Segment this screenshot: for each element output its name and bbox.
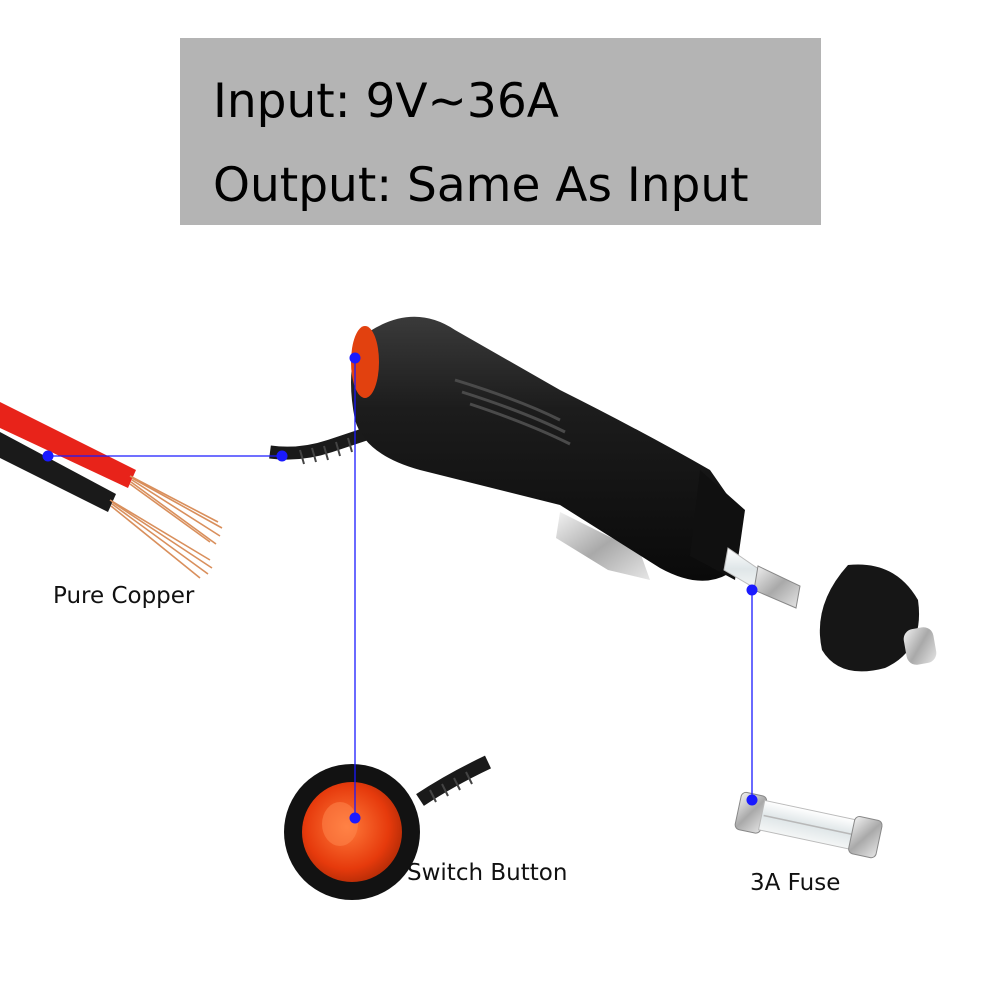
loose-fuse — [734, 791, 883, 859]
cap-metal-tip — [903, 627, 937, 665]
spec-banner: Input: 9V~36A Output: Same As Input — [180, 38, 821, 225]
plug-housing — [351, 316, 742, 581]
cigarette-plug — [351, 316, 745, 581]
fuse-loose-callout-dot — [746, 794, 758, 806]
switch-button-closeup — [284, 755, 491, 900]
coiled-cable — [269, 425, 375, 465]
copper-strands-red — [129, 475, 223, 545]
plug-side-contact — [556, 512, 650, 580]
black-wire — [0, 432, 116, 512]
output-spec-text: Output: Same As Input — [213, 158, 749, 213]
callout-dots — [42, 352, 758, 824]
fuse-label: 3A Fuse — [750, 870, 841, 896]
switch-closeup-callout-dot — [349, 812, 361, 824]
copper-callout-dot — [42, 450, 54, 462]
copper-strands-black — [109, 499, 213, 579]
switch-lens-on-plug — [351, 326, 379, 398]
switch-button-label: Switch Button — [407, 860, 568, 886]
input-spec-text: Input: 9V~36A — [213, 74, 559, 129]
pure-copper-label: Pure Copper — [53, 583, 195, 609]
wire-pair-copper — [0, 402, 223, 579]
switch-plug-callout-dot — [349, 352, 361, 364]
red-wire — [0, 402, 136, 488]
inserted-fuse — [723, 547, 801, 609]
cable-callout-dot — [276, 450, 288, 462]
callout-lines — [48, 358, 753, 818]
plug-tip-cap — [819, 564, 937, 672]
fuse-plug-callout-dot — [746, 584, 758, 596]
